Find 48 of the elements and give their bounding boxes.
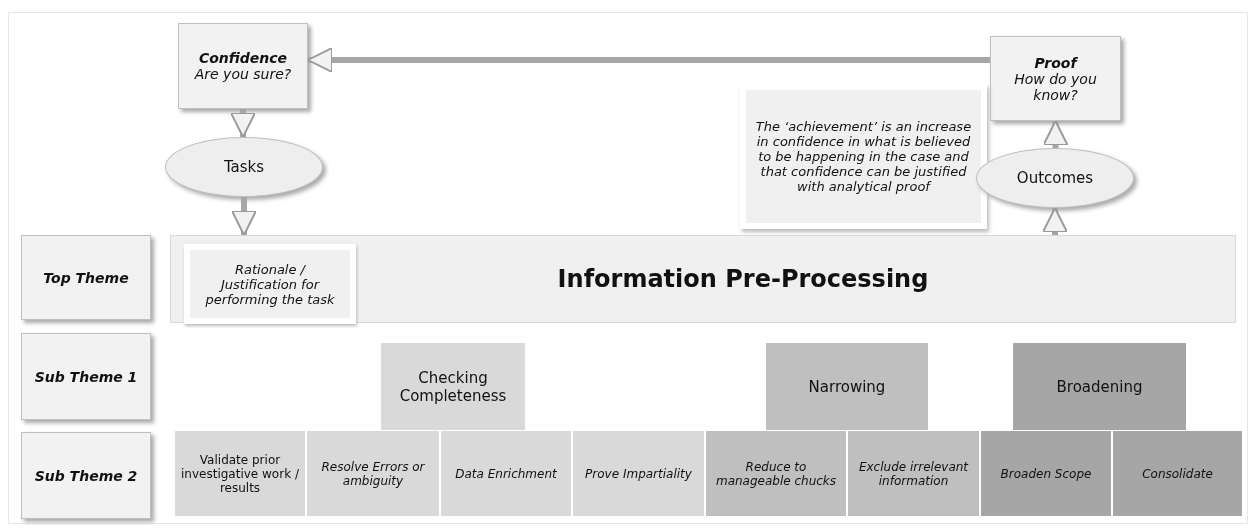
cell-text: Exclude irrelevant information bbox=[857, 459, 970, 488]
category-cell bbox=[847, 430, 980, 517]
cell-text: Reduce to manageable chucks bbox=[714, 459, 838, 488]
cell-text: Broaden Scope bbox=[1000, 466, 1092, 481]
note-box bbox=[184, 244, 356, 324]
concept-box bbox=[990, 36, 1121, 121]
category-cell bbox=[306, 430, 440, 517]
category-cell bbox=[572, 430, 705, 517]
block-arrow bbox=[231, 197, 257, 236]
block-arrow bbox=[307, 47, 990, 73]
note-text: Rationale / Justification for performing the task bbox=[204, 261, 336, 307]
heading-text: Proof bbox=[1034, 54, 1077, 71]
cell-text: Data Enrichment bbox=[455, 466, 557, 481]
shape-label: Outcomes bbox=[1016, 169, 1094, 187]
category-cell bbox=[440, 430, 572, 517]
shape-label: Tasks bbox=[223, 158, 265, 176]
row-label: Sub Theme 1 bbox=[34, 368, 138, 385]
row-header bbox=[21, 235, 151, 320]
block-arrow bbox=[230, 109, 256, 138]
category-cell bbox=[980, 430, 1112, 517]
theme-box bbox=[766, 343, 928, 430]
concept-box bbox=[178, 23, 308, 109]
row-label: Top Theme bbox=[43, 269, 129, 286]
category-cell bbox=[705, 430, 847, 517]
row-header bbox=[21, 333, 151, 420]
note-text: The ‘achievement’ is an increase in confidence in what is believed to be happening in the case and that confidence can be justified with analytical proof bbox=[754, 119, 973, 194]
cell-text: Validate prior investigative work / results bbox=[181, 452, 299, 495]
cell-text: Prove Impartiality bbox=[585, 466, 692, 481]
question-text: How do you know? bbox=[1013, 70, 1098, 103]
block-arrow bbox=[1042, 207, 1068, 235]
block-arrow bbox=[1042, 120, 1069, 148]
question-text: Are you sure? bbox=[194, 66, 292, 82]
band-title: Information Pre-Processing bbox=[556, 265, 929, 293]
theme-label: Narrowing bbox=[808, 377, 886, 396]
theme-label: Broadening bbox=[1056, 377, 1143, 396]
oval-shape bbox=[976, 148, 1134, 208]
category-cell bbox=[174, 430, 306, 517]
theme-band bbox=[170, 235, 1236, 323]
category-cell bbox=[1112, 430, 1243, 517]
cell-text: Resolve Errors or ambiguity bbox=[320, 459, 426, 488]
row-header bbox=[21, 432, 151, 519]
theme-label: Checking Completeness bbox=[398, 368, 508, 405]
theme-box bbox=[381, 343, 525, 430]
row-label: Sub Theme 2 bbox=[34, 467, 138, 484]
heading-text: Confidence bbox=[198, 50, 288, 66]
oval-shape bbox=[165, 137, 323, 197]
cell-text: Consolidate bbox=[1142, 466, 1213, 481]
theme-box bbox=[1013, 343, 1186, 430]
